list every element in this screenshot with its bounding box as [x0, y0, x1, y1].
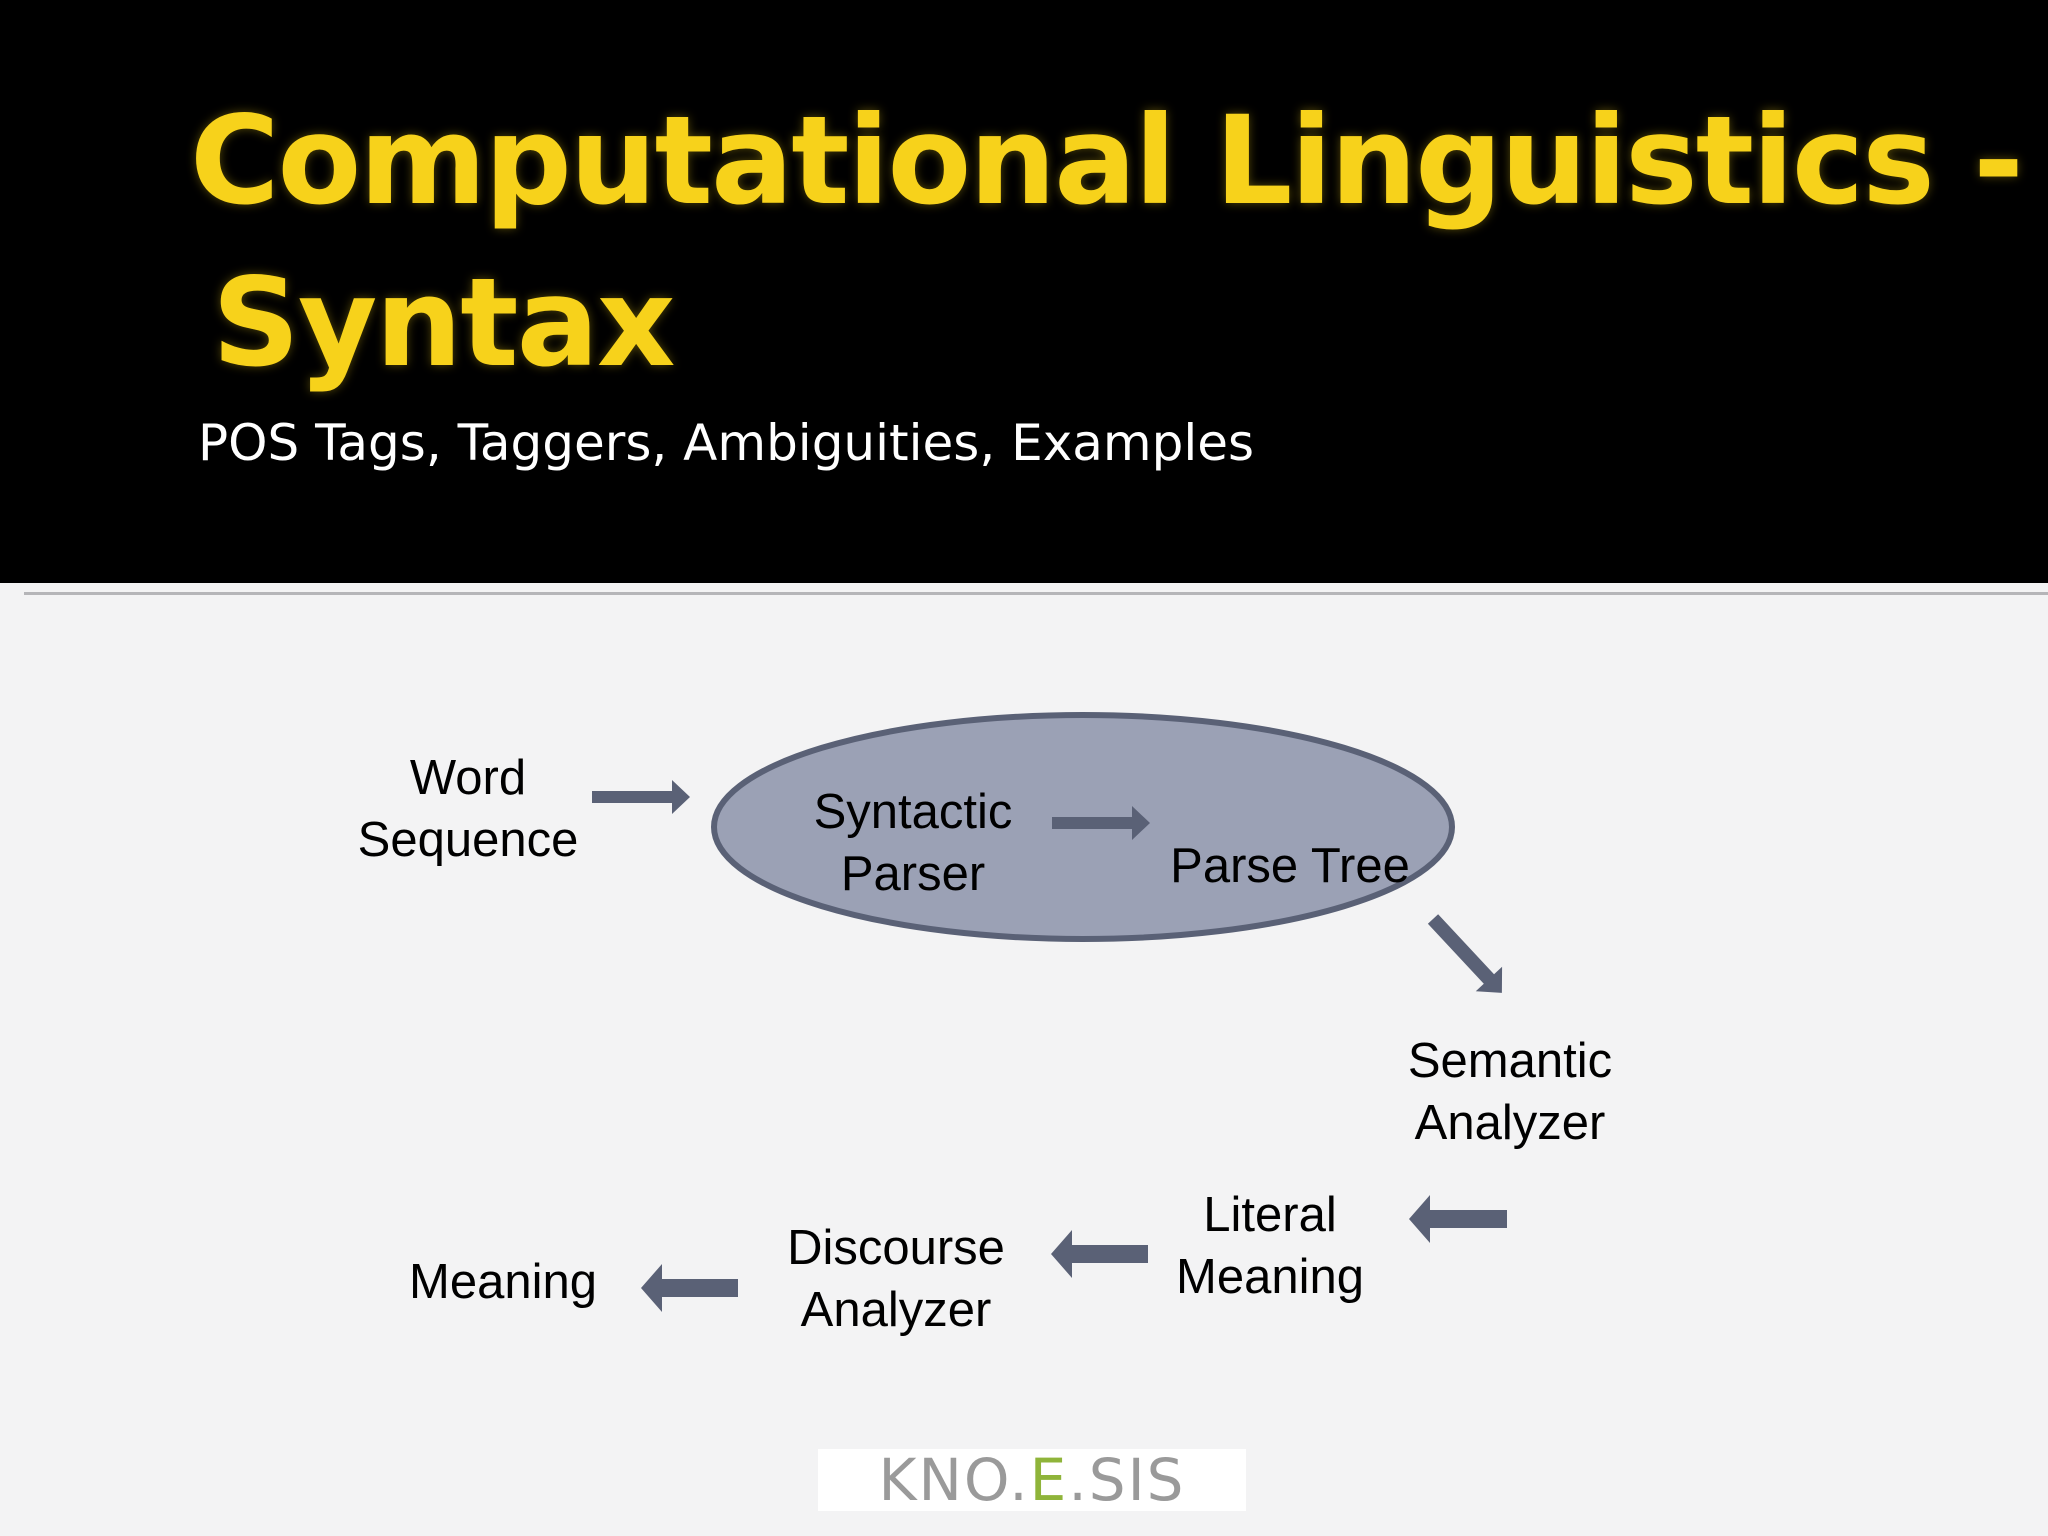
slide-subtitle: POS Tags, Taggers, Ambiguities, Examples	[198, 414, 1255, 472]
parse-tree-label: Parse Tree	[1140, 835, 1440, 897]
knoesis-logo: KNO.E.SIS	[818, 1449, 1246, 1511]
literal-meaning-label: Literal Meaning	[1140, 1184, 1400, 1308]
label-line: Syntactic	[813, 785, 1013, 839]
label-line: Word	[409, 751, 527, 805]
label-line: Literal	[1203, 1188, 1337, 1242]
label-line: Parse Tree	[1170, 839, 1410, 893]
label-line: Discourse	[787, 1221, 1005, 1275]
arrow-left-icon	[1051, 1230, 1148, 1278]
word-sequence-label: Word Sequence	[338, 747, 598, 871]
logo-text-part-3: .SIS	[1068, 1446, 1186, 1514]
label-line: Meaning	[1176, 1250, 1364, 1304]
slide-header: Computational Linguistics - Syntax POS T…	[0, 0, 2048, 583]
label-line: Analyzer	[800, 1283, 992, 1337]
label-line: Parser	[840, 847, 986, 901]
syntactic-parser-label: Syntactic Parser	[783, 781, 1043, 905]
slide-title-line-2: Syntax	[212, 252, 676, 394]
arrow-left-icon	[641, 1264, 738, 1312]
arrow-diagonal-icon	[1427, 914, 1503, 993]
label-line: Analyzer	[1414, 1096, 1606, 1150]
header-divider	[24, 592, 2048, 595]
label-line: Meaning	[409, 1255, 597, 1309]
label-line: Sequence	[357, 813, 579, 867]
logo-text-part-1: KNO.	[878, 1446, 1030, 1514]
label-line: Semantic	[1407, 1034, 1613, 1088]
slide-title-line-1: Computational Linguistics -	[190, 90, 2024, 232]
arrow-right-icon	[1052, 806, 1150, 840]
arrow-right-icon	[592, 780, 690, 814]
logo-text-accent: E	[1029, 1446, 1069, 1514]
semantic-analyzer-label: Semantic Analyzer	[1380, 1030, 1640, 1154]
discourse-analyzer-label: Discourse Analyzer	[766, 1217, 1026, 1341]
meaning-label: Meaning	[383, 1251, 623, 1313]
arrow-left-icon	[1409, 1195, 1507, 1243]
